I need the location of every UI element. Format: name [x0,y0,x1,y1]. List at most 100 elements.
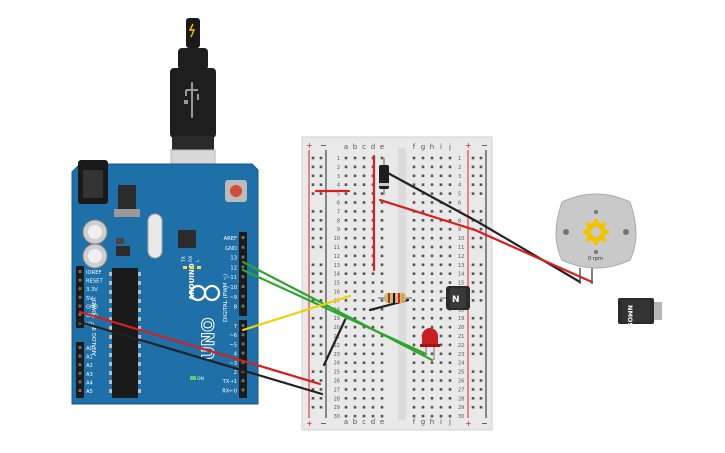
breadboard-hole[interactable] [439,352,443,356]
breadboard-hole[interactable] [448,245,452,249]
breadboard-hole[interactable] [344,290,348,293]
breadboard-hole[interactable] [371,290,375,293]
breadboard-hole[interactable] [344,414,348,418]
breadboard-hole[interactable] [439,388,443,391]
breadboard-hole[interactable] [448,397,452,400]
breadboard-hole[interactable] [380,210,384,213]
rail-hole[interactable] [319,183,323,186]
breadboard-hole[interactable] [430,165,434,169]
rail-hole[interactable] [311,405,315,409]
arduino-uno-board[interactable]: ARDUINO UNO DIGITAL (PWM ~) ANALOG IN PO… [71,160,259,405]
breadboard-hole[interactable] [421,299,425,302]
diode[interactable] [379,158,389,195]
wires[interactable] [78,154,594,396]
rail-hole[interactable] [471,397,475,400]
rail-hole[interactable] [479,343,483,347]
breadboard-hole[interactable] [344,397,348,400]
breadboard-hole[interactable] [380,263,384,267]
breadboard-hole[interactable] [344,227,348,231]
breadboard-hole[interactable] [439,236,443,240]
breadboard-hole[interactable] [362,334,366,338]
rail-hole[interactable] [311,388,315,391]
breadboard-hole[interactable] [344,379,348,382]
rail-hole[interactable] [311,397,315,400]
breadboard-hole[interactable] [380,290,384,293]
breadboard-hole[interactable] [380,397,384,400]
wire-gnd[interactable] [78,320,324,396]
breadboard-hole[interactable] [371,361,375,364]
rail-hole[interactable] [311,245,315,249]
rail-hole[interactable] [311,352,315,356]
breadboard-hole[interactable] [380,334,384,338]
breadboard-hole[interactable] [430,308,434,311]
breadboard-hole[interactable] [421,192,425,195]
rail-hole[interactable] [319,281,323,284]
breadboard-hole[interactable] [362,414,366,418]
breadboard-hole[interactable] [439,156,443,160]
breadboard-hole[interactable] [421,281,425,284]
header-hole[interactable] [241,304,245,308]
breadboard-hole[interactable] [344,299,348,302]
breadboard-hole[interactable] [353,290,357,293]
breadboard-hole[interactable] [362,316,366,320]
rail-hole[interactable] [479,379,483,382]
header-hole[interactable] [241,351,245,355]
breadboard-hole[interactable] [344,352,348,356]
breadboard-hole[interactable] [448,272,452,275]
breadboard-hole[interactable] [353,183,357,186]
breadboard-hole[interactable] [448,183,452,186]
header-hole[interactable] [241,255,245,259]
breadboard-hole[interactable] [362,174,366,178]
breadboard-hole[interactable] [353,370,357,373]
rail-hole[interactable] [471,388,475,391]
breadboard-hole[interactable] [344,156,348,160]
breadboard-hole[interactable] [412,370,416,373]
breadboard-hole[interactable] [344,192,348,195]
header-hole[interactable] [78,371,82,375]
header-hole[interactable] [241,265,245,269]
breadboard-hole[interactable] [448,156,452,160]
breadboard-hole[interactable] [380,370,384,373]
breadboard-hole[interactable] [421,210,425,213]
rail-hole[interactable] [319,245,323,249]
rail-hole[interactable] [311,343,315,347]
breadboard-hole[interactable] [371,281,375,284]
breadboard-hole[interactable] [380,316,384,320]
nmos-transistor[interactable]: NMOS [618,298,662,327]
breadboard-hole[interactable] [371,352,375,356]
rail-hole[interactable] [319,316,323,320]
breadboard-hole[interactable] [362,308,366,311]
breadboard-hole[interactable] [421,272,425,275]
rail-hole[interactable] [471,334,475,338]
breadboard-hole[interactable] [362,263,366,267]
rail-hole[interactable] [319,379,323,382]
breadboard-hole[interactable] [362,397,366,400]
rail-hole[interactable] [479,352,483,356]
breadboard-hole[interactable] [421,236,425,240]
breadboard-hole[interactable] [353,379,357,382]
breadboard-hole[interactable] [380,308,384,311]
rail-hole[interactable] [471,236,475,240]
header-hole[interactable] [241,333,245,337]
breadboard-hole[interactable] [362,352,366,356]
resistor[interactable] [378,293,412,303]
rail-hole[interactable] [479,316,483,320]
rail-hole[interactable] [479,156,483,160]
rail-hole[interactable] [311,334,315,338]
rail-hole[interactable] [311,263,315,267]
rail-hole[interactable] [471,192,475,195]
breadboard-hole[interactable] [421,201,425,204]
breadboard-hole[interactable] [421,219,425,222]
breadboard-hole[interactable] [344,361,348,364]
rail-hole[interactable] [319,210,323,213]
breadboard-hole[interactable] [421,183,425,186]
rail-hole[interactable] [471,165,475,169]
rail-hole[interactable] [319,227,323,231]
breadboard-hole[interactable] [344,219,348,222]
header-hole[interactable] [78,354,82,358]
breadboard-hole[interactable] [448,236,452,240]
breadboard-hole[interactable] [353,210,357,213]
rail-hole[interactable] [479,281,483,284]
breadboard-hole[interactable] [430,210,434,213]
breadboard-hole[interactable] [448,201,452,204]
